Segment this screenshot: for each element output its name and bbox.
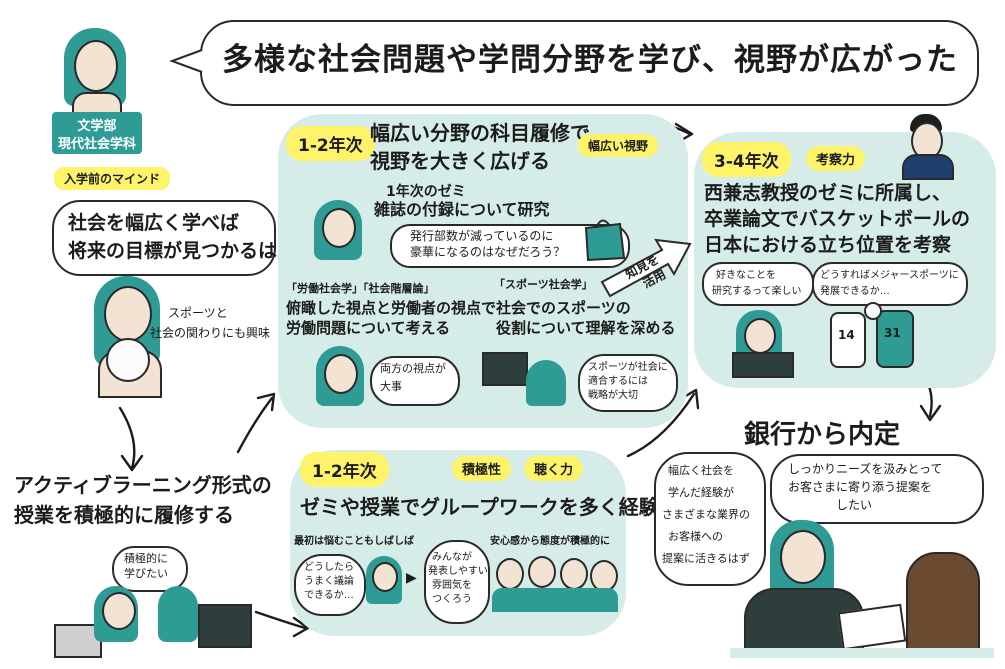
title-bubble <box>200 20 979 106</box>
student-reflecting <box>312 346 368 410</box>
strategy-line3: 戦略が大切 <box>588 390 638 401</box>
offer-right-line2: お客さまに寄り添う提案を <box>788 480 933 494</box>
document-icon <box>837 603 907 651</box>
student-laptop <box>728 310 794 378</box>
page-title: 多様な社会問題や学問分野を学び、視野が広がった <box>222 42 958 78</box>
offer-left-line5: 提案に活きるはず <box>662 552 750 565</box>
mind-bubble <box>52 200 276 276</box>
major-sport-line1: どうすればメジャースポーツに <box>820 270 959 281</box>
course-tag-labor: 「労働社会学」「社会階層論」 <box>286 282 435 295</box>
job-offer-bubble-right <box>770 454 984 524</box>
offer-left-line3: さまざまな業界の <box>662 508 750 521</box>
students-studying-illustration <box>54 580 254 658</box>
laptop-icon <box>732 352 794 378</box>
shopping-bag-icon <box>584 219 626 262</box>
job-offer-bubble-left <box>654 452 766 586</box>
panel-thesis-tag: 考察力 <box>806 146 866 171</box>
discussion-bubble <box>294 554 366 616</box>
atmosphere-bubble <box>424 540 490 624</box>
enjoy-research-bubble <box>702 262 814 306</box>
panel-breadth-heading-line1: 幅広い分野の科目履修で <box>370 121 590 145</box>
panel-thesis-heading-line2: 卒業論文でバスケットボールの <box>704 208 971 230</box>
mind-label: 入学前のマインド <box>54 167 171 190</box>
enjoy-research-line2: 研究するって楽しい <box>712 286 802 297</box>
panel-breadth-heading-line2: 視野を大きく広げる <box>370 149 550 173</box>
enjoy-research-line1: 好きなことを <box>716 270 776 281</box>
offer-left-line2: 学んだ経験が <box>668 486 734 499</box>
offer-right-line1: しっかりニーズを汲みとって <box>788 462 943 476</box>
panel-groupwork-year: 1-2年次 <box>300 452 389 487</box>
offer-left-line4: お客様への <box>668 530 723 543</box>
mind-bubble-line2: 将来の目標が見つかるはず <box>68 240 297 262</box>
profile-faculty: 文学部 <box>77 119 117 134</box>
major-sport-bubble <box>812 262 968 306</box>
panel-thesis-heading-line3: 日本における立ち位置を考察 <box>704 234 952 256</box>
strategy-line1: スポーツが社会に <box>588 362 668 373</box>
panel-breadth-year: 1-2年次 <box>286 126 375 161</box>
apply-knowledge-arrow <box>600 238 692 298</box>
atmosphere-line3: 雰囲気を <box>432 580 472 591</box>
title-bubble-tail <box>169 49 203 73</box>
ball-icon <box>864 302 882 320</box>
course-labor-line1: 俯瞰した視点と労働者の視点で <box>286 299 497 317</box>
profile-department: 現代社会学科 <box>57 137 136 152</box>
video-call-laptop-icon <box>198 604 252 648</box>
mind-note-line2: 社会の関わりにも興味 <box>150 326 271 340</box>
panel-groupwork-tag1: 積極性 <box>452 456 512 481</box>
panel-groupwork-tag2: 聴く力 <box>524 456 584 481</box>
eager-bubble-line2: 学びたい <box>124 567 168 580</box>
jersey-number-14: 14 <box>838 328 855 342</box>
professor-portrait <box>900 114 954 180</box>
offer-left-line1: 幅広く社会を <box>668 464 734 477</box>
groupwork-caption2: 安心感から態度が積極的に <box>490 536 610 547</box>
eager-bubble-line1: 積極的に <box>124 552 168 565</box>
student-thinking <box>310 200 366 264</box>
projector-screen-icon <box>482 352 528 386</box>
question-line2: 豪華になるのはなぜだろう？ <box>410 245 566 259</box>
both-views-bubble <box>370 356 460 406</box>
course-labor-line2: 労働問題について考える <box>286 319 451 337</box>
offer-right-line3: したい <box>836 498 873 512</box>
both-views-line1: 両方の視点が <box>380 362 446 375</box>
groupwork-caption1: 最初は悩むこともしばしば <box>294 536 414 547</box>
basketball-players-illustration: 14 31 <box>820 302 930 380</box>
course-sports-line2: 役割について理解を深める <box>496 319 676 337</box>
question-line1: 発行部数が減っているのに <box>410 229 554 243</box>
panel-groupwork-heading: ゼミや授業でグループワークを多く経験 <box>300 495 659 519</box>
atmosphere-line4: つくろう <box>432 594 472 605</box>
student-worried <box>364 556 404 606</box>
lecture-illustration <box>476 348 576 410</box>
active-learning-line2: 授業を積極的に履修する <box>14 503 234 527</box>
major-sport-line2: 発展できるか… <box>820 286 890 297</box>
course-tag-sports: 「スポーツ社会学」 <box>494 278 593 291</box>
strategy-bubble <box>578 354 678 412</box>
seminar-line2: 雑誌の付録について研究 <box>374 200 550 219</box>
result-title: 銀行から内定 <box>744 420 901 450</box>
discussion-line1: どうしたら <box>304 562 354 573</box>
play-arrow-icon: ▶ <box>406 570 417 586</box>
strategy-line2: 適合するには <box>588 376 648 387</box>
panel-breadth-tag: 幅広い視野 <box>578 134 659 157</box>
mind-note-line1: スポーツと <box>168 306 228 320</box>
seminar-line1: 1年次のゼミ <box>386 184 466 200</box>
course-sports-line1: 社会でのスポーツの <box>496 299 631 317</box>
both-views-line2: 大事 <box>380 380 402 393</box>
jersey-number-31: 31 <box>884 326 901 340</box>
eager-bubble <box>112 546 188 592</box>
atmosphere-line1: みんなが <box>432 552 472 563</box>
discussion-line2: うまく議論 <box>304 576 354 587</box>
student-portrait <box>58 22 132 116</box>
active-learning-line1: アクティブラーニング形式の <box>14 473 272 497</box>
mind-bubble-line1: 社会を幅広く学べば <box>68 212 240 234</box>
group-discussion-illustration <box>492 552 620 616</box>
basketball-icon <box>106 338 150 382</box>
profile-badge <box>52 112 142 154</box>
discussion-line3: できるか… <box>304 590 354 601</box>
student-with-ball <box>80 276 176 398</box>
banker-meeting-illustration <box>730 504 994 660</box>
panel-thesis-heading-line1: 西兼志教授のゼミに所属し、 <box>704 182 952 204</box>
panel-thesis-year: 3-4年次 <box>702 142 791 177</box>
atmosphere-line2: 発表しやすい <box>428 566 488 577</box>
